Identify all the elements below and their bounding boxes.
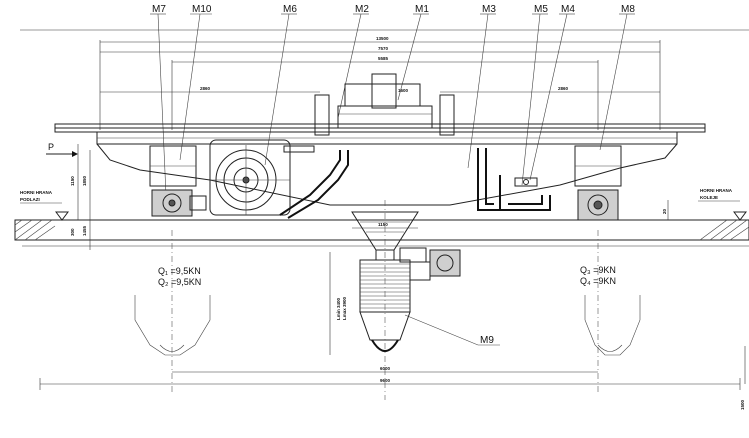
label-m4: M4 xyxy=(561,4,575,15)
dim-left-h1: 1150 xyxy=(70,176,75,186)
load-right-1: Q₃ =9KN xyxy=(580,265,616,275)
load-right-2: Q₄ =9KN xyxy=(580,276,616,286)
dim-tower-h2: Lmax 3900 xyxy=(342,296,347,320)
dim-left-h4: 1455 xyxy=(82,225,87,236)
label-m2: M2 xyxy=(355,4,369,15)
floor-left-line2: PODLAZI xyxy=(20,197,40,202)
floor-right-line1: HORNI HRANA xyxy=(700,188,733,193)
dim-right-bay: 2860 xyxy=(558,86,569,91)
label-m9: M9 xyxy=(480,335,494,346)
label-m6: M6 xyxy=(283,4,297,15)
right-trolley xyxy=(574,145,622,221)
floor-notes: HORNI HRANA PODLAZI HORNI HRANA KOLEJE xyxy=(20,188,747,221)
base-dimensions: 6000 9600 1500 xyxy=(39,346,746,410)
left-vertical-dims: 1150 1850 300 1455 xyxy=(22,144,749,250)
direction-marker: P xyxy=(46,142,78,157)
label-m10: M10 xyxy=(192,4,212,15)
label-m8: M8 xyxy=(621,4,635,15)
dim-inner-span: 5585 xyxy=(378,56,389,61)
load-left-2: Q₂ =9,5KN xyxy=(158,277,201,287)
supports xyxy=(134,200,641,400)
dim-base-total: 9600 xyxy=(380,378,391,383)
parts-m4-m5 xyxy=(514,177,538,187)
label-m7: M7 xyxy=(152,4,166,15)
dim-chute: 1150 xyxy=(378,222,388,227)
component-labels: M7 M10 M6 M2 M1 M3 M5 M4 M8 M9 xyxy=(152,4,635,346)
central-hopper xyxy=(314,73,455,136)
dim-right-level: 20 xyxy=(662,208,667,214)
pipes xyxy=(279,145,551,219)
label-m1: M1 xyxy=(415,4,429,15)
dim-rail-span: 7570 xyxy=(378,46,389,51)
leader-lines xyxy=(157,13,628,346)
dim-tower-h1: Lmin 3400 xyxy=(336,297,341,320)
label-m3: M3 xyxy=(482,4,496,15)
dim-left-h2: 1850 xyxy=(82,175,87,186)
left-trolley xyxy=(149,145,207,217)
dim-left-bay: 2860 xyxy=(200,86,211,91)
right-level: 20 xyxy=(662,200,669,220)
load-left-1: Q₁ =9,5KN xyxy=(158,266,201,276)
top-dimensions: 13500 7570 5585 2860 2860 1600 xyxy=(20,29,749,130)
floor xyxy=(14,219,749,241)
dim-hopper-top: 1600 xyxy=(398,88,409,93)
tower-m9: Lmin 3400 Lmax 3900 xyxy=(329,247,461,355)
dim-left-h3: 300 xyxy=(70,228,75,236)
label-underlines xyxy=(150,13,635,346)
loads: Q₁ =9,5KN Q₂ =9,5KN Q₃ =9KN Q₄ =9KN xyxy=(158,265,616,287)
floor-right-line2: KOLEJE xyxy=(700,195,718,200)
dim-overall: 13500 xyxy=(376,36,389,41)
dim-edge-right: 1500 xyxy=(740,399,745,410)
direction-label: P xyxy=(48,142,54,152)
floor-left-line1: HORNI HRANA xyxy=(20,190,53,195)
fan-m6 xyxy=(209,139,291,216)
label-m5: M5 xyxy=(534,4,548,15)
dim-base-width: 6000 xyxy=(380,366,391,371)
